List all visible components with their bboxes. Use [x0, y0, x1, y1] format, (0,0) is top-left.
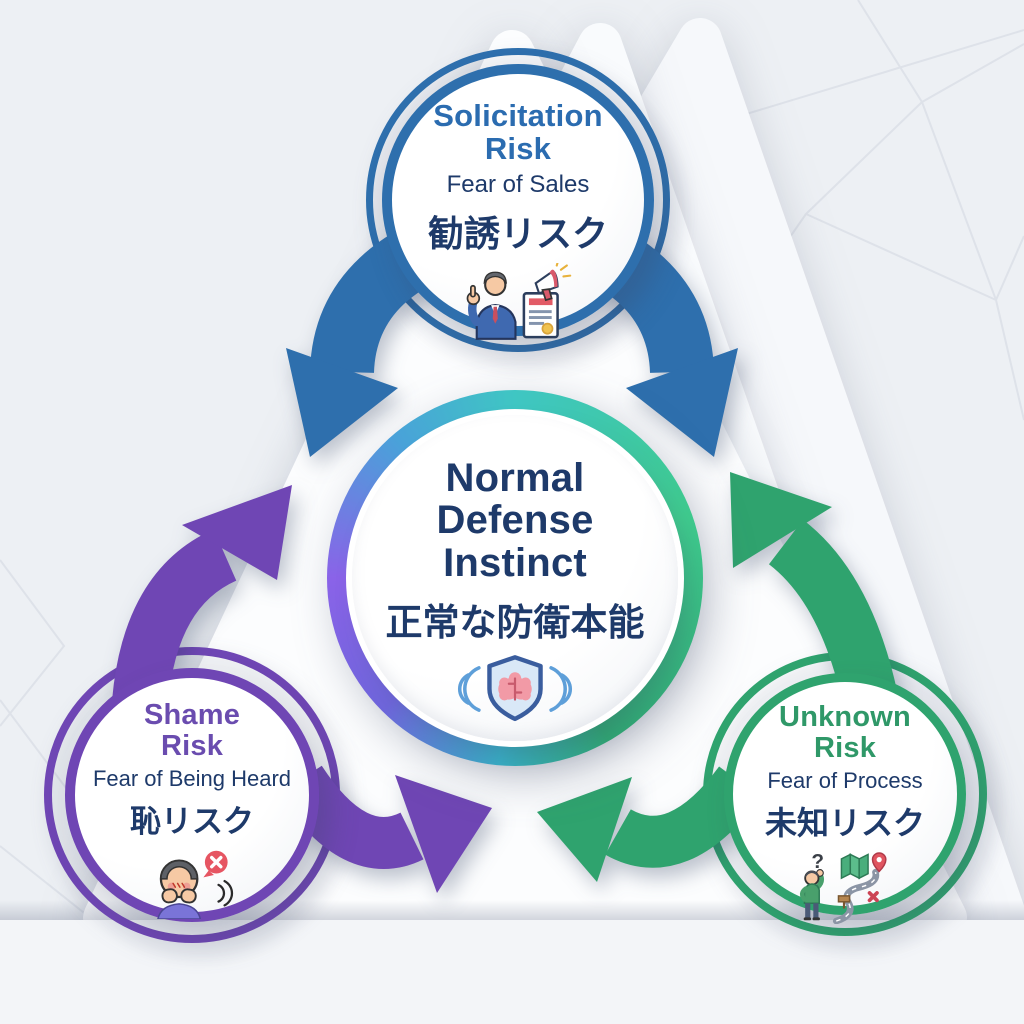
bottom-right-node-title-jp: 未知リスク	[764, 805, 925, 842]
embarrassed-person-icon	[157, 851, 234, 920]
top-node-title: Solicitation Risk	[433, 98, 603, 166]
bottom-right-node-subtitle: Fear of Process	[767, 768, 923, 794]
bottom-left-node-title-jp: 恥リスク	[130, 804, 254, 840]
mesh-lines-top-right	[699, 0, 1024, 421]
question-mark-glyph: ?	[811, 850, 824, 873]
bottom-left-node-subtitle: Fear of Being Heard	[92, 766, 292, 792]
top-node-outer-ring	[366, 48, 670, 352]
arrow-purple-up-icon	[112, 485, 292, 705]
center-node-title: Normal Defense Instinct	[436, 456, 594, 585]
arrow-green-up-icon	[730, 472, 898, 705]
bottom-right-node-title: Unknown Risk	[779, 701, 911, 764]
bottom-left-node: Shame Risk Fear of Being Heard 恥リスク	[65, 668, 319, 922]
top-node-subtitle: Fear of Sales	[446, 170, 590, 198]
arrow-green-left-icon	[537, 766, 761, 882]
center-node-title-jp: 正常な防衛本能	[385, 602, 645, 644]
center-node: Normal Defense Instinct 正常な防衛本能	[352, 415, 678, 741]
shield-brain-icon	[458, 655, 572, 722]
top-node-title-jp: 勧誘リスク	[427, 212, 608, 254]
salesman-megaphone-icon	[466, 262, 572, 340]
top-node: Solicitation Risk Fear of Sales 勧誘リスク	[382, 64, 654, 340]
bottom-right-node: Unknown Risk Fear of Process 未知リスク ?	[724, 673, 966, 925]
lost-person-map-icon: ?	[799, 850, 887, 925]
bottom-left-node-title: Shame Risk	[143, 699, 241, 762]
arrow-purple-right-icon	[278, 765, 492, 893]
